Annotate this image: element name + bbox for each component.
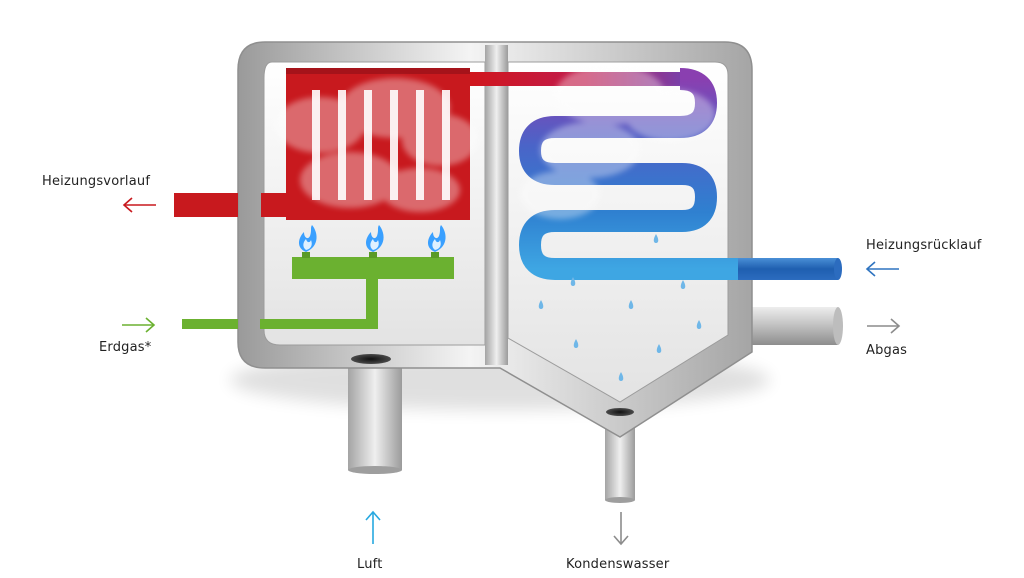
droplet-icon [653, 234, 659, 243]
droplet-icon [618, 372, 624, 381]
flue-gas-clouds [275, 65, 715, 219]
droplet-icon [538, 300, 544, 309]
gas-manifold [182, 252, 454, 329]
gas-label: Erdgas* [99, 340, 152, 355]
arrow-up-icon [365, 510, 381, 544]
droplet-icon [680, 280, 686, 289]
return-pipe-outside [738, 258, 838, 280]
supply-label: Heizungsvorlauf [42, 174, 151, 189]
air-inlet-pipe [348, 365, 402, 474]
droplet-icon [696, 320, 702, 329]
air-intake-opening [351, 354, 391, 364]
arrow-left-icon [865, 261, 899, 277]
arrow-right-icon [867, 318, 901, 334]
condensate-label: Kondenswasser [566, 557, 670, 572]
droplet-icon [570, 277, 576, 286]
exhaust-label: Abgas [866, 343, 908, 358]
condensate-drain-pipe [605, 420, 635, 503]
air-label: Luft [357, 557, 383, 572]
arrow-left-icon [122, 197, 156, 213]
droplet-icon [656, 344, 662, 353]
droplet-icon [628, 300, 634, 309]
flame-icon [366, 225, 384, 252]
supply-pipe-outside [174, 193, 238, 217]
arrow-down-icon [613, 512, 629, 546]
exhaust-pipe [748, 307, 843, 345]
droplet-icon [573, 339, 579, 348]
flame-icon [299, 225, 317, 252]
condensate-outlet-opening [606, 408, 634, 416]
arrow-right-icon [122, 317, 156, 333]
flame-icon [428, 225, 446, 252]
return-label: Heizungsrücklauf [866, 238, 982, 253]
condensate-droplets [538, 234, 702, 381]
